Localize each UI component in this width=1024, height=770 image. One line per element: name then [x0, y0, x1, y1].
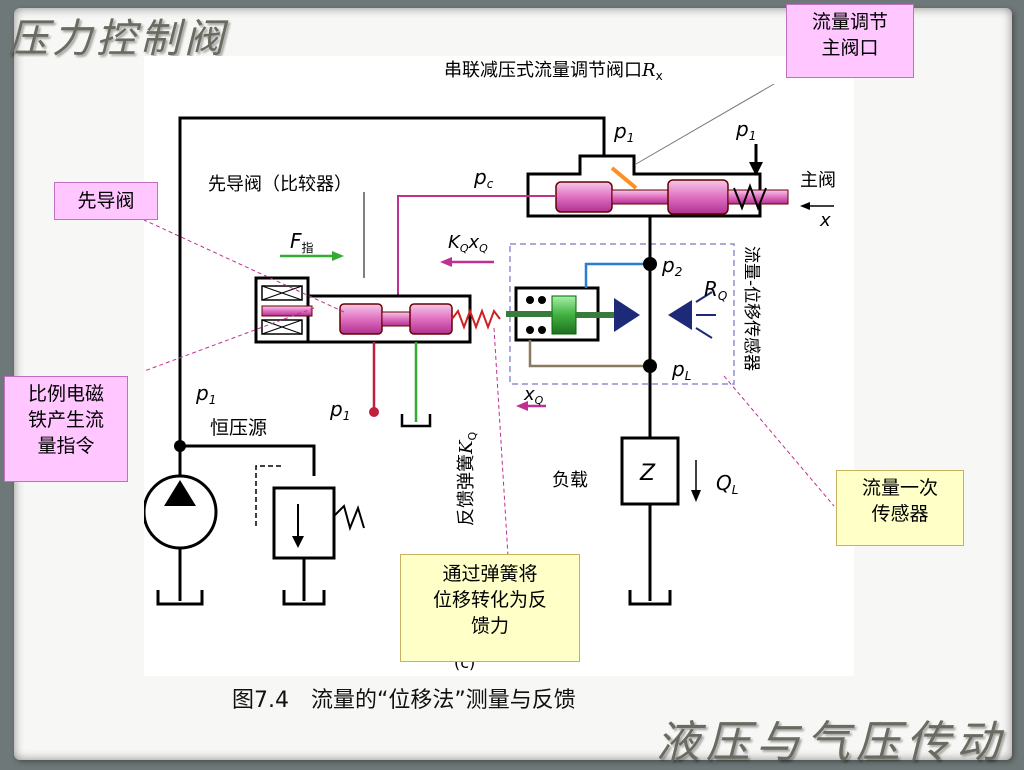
callout-main-orifice-text: 流量调节 主阀口	[811, 11, 888, 59]
valve-diagram: 串联减压式流量调节阀口Rx 先导阀（比较器） pc p1 p1 主阀 x F指 …	[103, 60, 836, 672]
tank-symbol	[400, 414, 432, 428]
sensor-vertical-label: 流量-位移传感器	[741, 246, 761, 371]
f-cmd-arrow-head	[332, 251, 344, 261]
callout-solenoid-text: 比例电磁 铁产生流 量指令	[27, 383, 104, 457]
relief-valve-symbol	[255, 465, 365, 606]
rx-label: 串联减压式流量调节阀口Rx	[444, 60, 663, 83]
xq-arrow-head	[516, 401, 528, 411]
callout-solenoid: 比例电磁 铁产生流 量指令	[4, 376, 128, 482]
p2-line	[584, 262, 650, 288]
callout-main-orifice: 流量调节 主阀口	[786, 4, 914, 78]
f-cmd-label: F指	[290, 229, 314, 255]
p1-pilot-label: p1	[329, 397, 350, 423]
diagram-figure: 串联减压式流量调节阀口Rx 先导阀（比较器） pc p1 p1 主阀 x F指 …	[103, 56, 854, 676]
callout-pilot-valve-text: 先导阀	[77, 190, 135, 212]
figure-caption: 图7.4 流量的“位移法”测量与反馈	[232, 688, 576, 713]
main-valve-body	[526, 144, 789, 218]
junction-node	[174, 440, 186, 452]
course-title: 液压与气压传动	[656, 717, 1006, 768]
sensor-leader	[723, 375, 835, 507]
p1-left-label: p1	[195, 381, 216, 407]
pl-node	[643, 359, 657, 373]
p1-top-label: p1	[613, 119, 634, 145]
rx-leader	[635, 83, 775, 165]
kq-arrow-head	[440, 257, 452, 267]
ql-arrow-head	[691, 490, 701, 502]
ql-label: QL	[716, 471, 738, 497]
supply-line	[178, 116, 606, 476]
xq-label: xQ	[523, 384, 544, 407]
spring-leader	[493, 327, 509, 557]
callout-pilot-valve: 先导阀	[54, 182, 158, 220]
pilot-valve	[254, 276, 501, 344]
z-label: Z	[639, 461, 656, 486]
x-arrow-head	[800, 202, 810, 210]
x-label: x	[819, 210, 831, 231]
p2-node	[643, 257, 657, 271]
pilot-label: 先导阀（比较器）	[208, 174, 352, 195]
pc-label: pc	[473, 165, 494, 191]
pump-symbol	[142, 474, 218, 606]
load-label: 负载	[552, 470, 588, 491]
constant-source-label: 恒压源	[210, 417, 267, 439]
slide-title: 压力控制阀	[8, 16, 228, 62]
p2-label: p2	[661, 253, 682, 279]
callout-sensor-text: 流量一次 传感器	[861, 477, 938, 525]
callout-spring-feedback-text: 通过弹簧将 位移转化为反 馈力	[432, 563, 547, 637]
feedback-spring-label: 反馈弹簧KQ	[456, 432, 479, 526]
pc-pilot-line	[397, 195, 556, 296]
rq-label: RQ	[704, 277, 727, 303]
flow-sensor	[506, 286, 716, 342]
p1-right-label: p1	[735, 117, 756, 143]
pl-line	[528, 340, 650, 368]
callout-spring-feedback: 通过弹簧将 位移转化为反 馈力	[400, 554, 580, 662]
kq-xq-label: KQxQ	[448, 232, 488, 255]
load-tank	[628, 590, 672, 606]
sensor-box	[509, 243, 735, 385]
callout-sensor: 流量一次 传感器	[836, 470, 964, 546]
p1-node	[369, 407, 379, 417]
main-valve-label: 主阀	[800, 170, 836, 191]
pl-label: pL	[671, 357, 691, 383]
solenoid-leader	[103, 307, 315, 387]
